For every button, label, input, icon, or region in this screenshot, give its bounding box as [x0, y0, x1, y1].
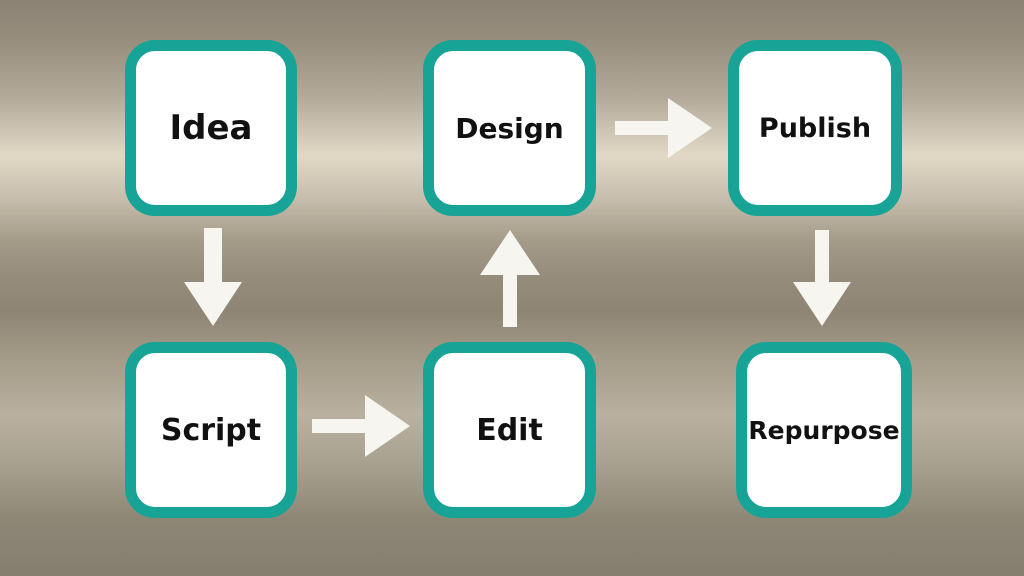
arrow-idea-to-script: [184, 228, 242, 326]
node-edit: Edit: [423, 342, 596, 518]
node-idea-label: Idea: [169, 108, 253, 148]
node-script-label: Script: [160, 412, 262, 448]
node-script: Script: [125, 342, 297, 518]
node-publish: Publish: [728, 40, 902, 216]
node-design: Design: [423, 40, 596, 216]
node-repurpose: Repurpose: [736, 342, 912, 518]
arrow-script-to-edit: [312, 395, 410, 457]
node-publish-label: Publish: [758, 112, 872, 144]
node-idea: Idea: [125, 40, 297, 216]
arrow-publish-to-repurpose: [793, 230, 851, 326]
node-design-label: Design: [455, 111, 564, 145]
arrow-design-to-publish: [615, 98, 712, 158]
node-repurpose-label: Repurpose: [748, 415, 900, 445]
node-edit-label: Edit: [476, 412, 543, 448]
arrow-edit-to-design: [480, 230, 540, 327]
